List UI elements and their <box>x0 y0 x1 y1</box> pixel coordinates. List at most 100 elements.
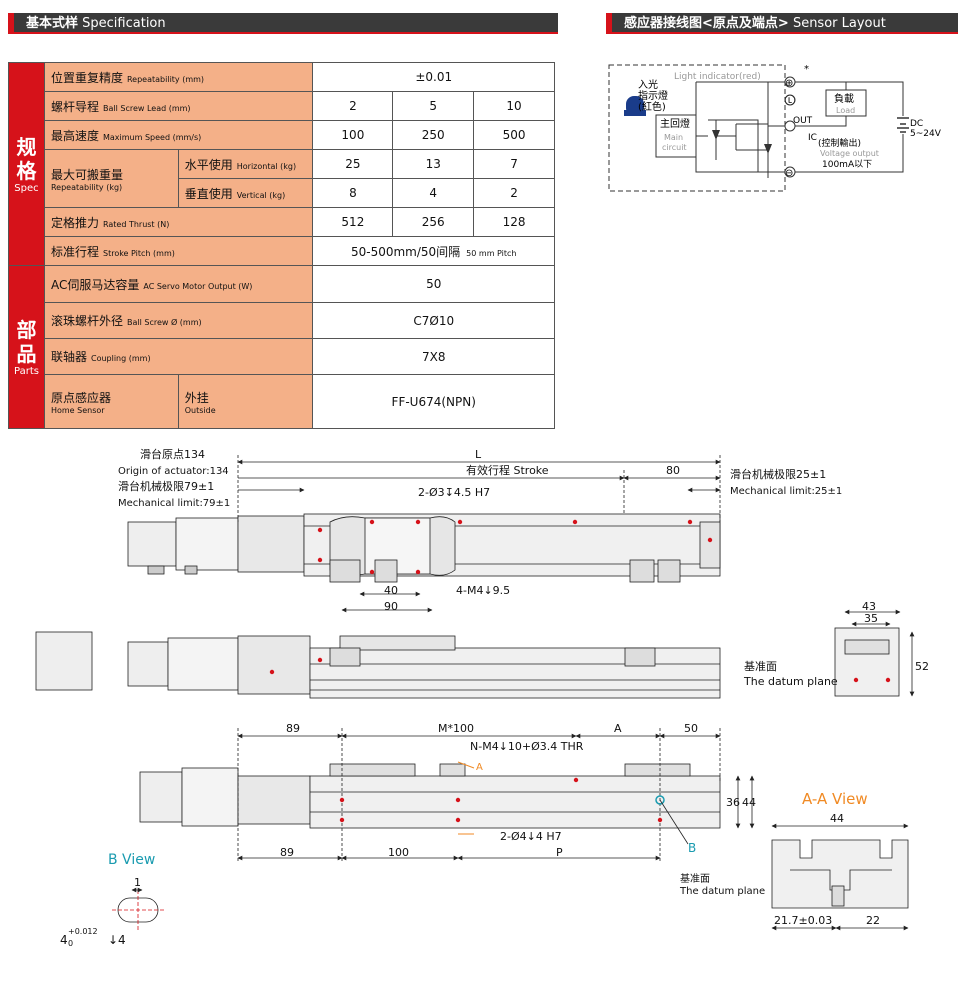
sensor-boundary <box>608 64 786 192</box>
l-terminal: Ⓛ <box>785 95 795 107</box>
slider-side <box>339 635 456 651</box>
cell-value: 2 <box>473 178 555 208</box>
bracket-bottom <box>329 763 416 777</box>
motor-body <box>181 767 239 827</box>
motor-bracket <box>237 775 311 825</box>
cell-value: 7 <box>473 149 555 179</box>
row-motor-value: 50 <box>312 265 555 303</box>
m4-note: 4-M4↓9.5 <box>456 584 510 597</box>
spec-header: 基本式样 Specification <box>8 13 558 34</box>
cell-value: 256 <box>392 207 475 237</box>
parts-group-cn-1: 部 <box>16 317 37 342</box>
cell-value: 10 <box>473 91 555 121</box>
side-view <box>35 627 900 699</box>
dim-44v: 44 <box>742 796 756 809</box>
spec-group-cn-2: 格 <box>16 158 37 183</box>
cell-value: 500 <box>473 120 555 150</box>
dim-m100: M*100 <box>438 722 474 735</box>
light-cn-1: 入光 <box>638 78 658 91</box>
row-coupling-value: 7X8 <box>312 338 555 375</box>
aa-pin <box>831 885 845 907</box>
main-en-1: Main <box>664 133 683 142</box>
header-accent <box>606 13 612 34</box>
limit-sensor <box>629 559 655 583</box>
cell-value: 2 <box>312 91 394 121</box>
header-accent <box>8 13 14 34</box>
row-screw-value: C7Ø10 <box>312 302 555 339</box>
mech-right-cn: 滑台机械极限25±1 <box>730 467 826 481</box>
cell-value: 100 <box>312 120 394 150</box>
ctrl-en: Voltage output <box>820 149 879 158</box>
rail-lines <box>310 791 720 813</box>
tol-lower: 0 <box>68 939 73 948</box>
tol-upper: +0.012 <box>68 927 98 936</box>
dim-90: 90 <box>384 600 398 613</box>
motor-body <box>175 517 239 571</box>
b-marker-icon <box>655 795 665 805</box>
dim-1: 1 <box>134 876 141 889</box>
ctrl-cn: (控制輸出) <box>818 137 861 149</box>
aa-profile <box>771 839 909 909</box>
load-wires <box>795 81 904 173</box>
rail-body <box>309 647 721 699</box>
motor-bracket <box>237 635 311 695</box>
ctrl-ma: 100mA以下 <box>822 160 872 170</box>
datum-en: The datum plane <box>743 675 838 688</box>
bracket-bottom <box>624 763 691 777</box>
dim-89b: 89 <box>280 846 294 859</box>
dim-36: 36 <box>726 796 740 809</box>
cell-value: 25 <box>312 149 394 179</box>
b-leader <box>659 799 689 845</box>
cell-value: 128 <box>473 207 555 237</box>
sensor-leads <box>695 81 790 173</box>
spec-header-en: Specification <box>82 16 166 31</box>
spec-group-en: Spec <box>14 182 39 194</box>
rail-body <box>309 775 721 829</box>
spec-group-label: 规 格 Spec <box>8 62 45 266</box>
minus-terminal: ⊖ <box>785 168 793 179</box>
row-repeatability-value: ±0.01 <box>312 62 555 92</box>
slot-centerline <box>112 890 164 930</box>
top-view <box>127 513 721 583</box>
main-en-2: circuit <box>662 143 687 152</box>
parts-group-en: Parts <box>14 365 39 377</box>
b-view-title: B View <box>108 852 155 868</box>
sensor-header: 感应器接线图<原点及端点> Sensor Layout <box>606 13 958 34</box>
datum-cn: 基准面 <box>744 660 777 673</box>
load-cn: 負載 <box>834 93 854 105</box>
datum2-cn: 基准面 <box>680 872 710 885</box>
light-cn-3: (紅色) <box>638 100 666 113</box>
bottom-view <box>139 763 721 829</box>
dc-label: DC <box>910 119 923 129</box>
cell-value: 4 <box>392 178 475 208</box>
parts-group-label: 部 品 Parts <box>8 265 45 429</box>
hole-markers <box>269 519 891 823</box>
end-cap <box>699 521 721 569</box>
cell-value: 8 <box>312 178 394 208</box>
led-base-icon <box>624 110 646 116</box>
motor-end <box>127 641 169 687</box>
cell-value: 250 <box>392 120 475 150</box>
dim-43: 43 <box>862 600 876 613</box>
connector <box>147 565 165 575</box>
motor-end <box>139 771 183 823</box>
dim-A: A <box>614 722 622 735</box>
motor-body <box>167 637 239 691</box>
load-en: Load <box>836 106 855 115</box>
parts-group-cn-2: 品 <box>16 341 37 366</box>
connector <box>184 565 198 575</box>
main-cn: 主回燈 <box>660 118 690 130</box>
ic-label: IC <box>808 133 817 143</box>
hole-note-1: 2-Ø3↧4.5 H7 <box>418 486 490 499</box>
light-cn-2: 指示燈 <box>638 89 668 102</box>
dim-B: B <box>688 841 696 855</box>
aa-view-title: A-A View <box>802 790 868 808</box>
